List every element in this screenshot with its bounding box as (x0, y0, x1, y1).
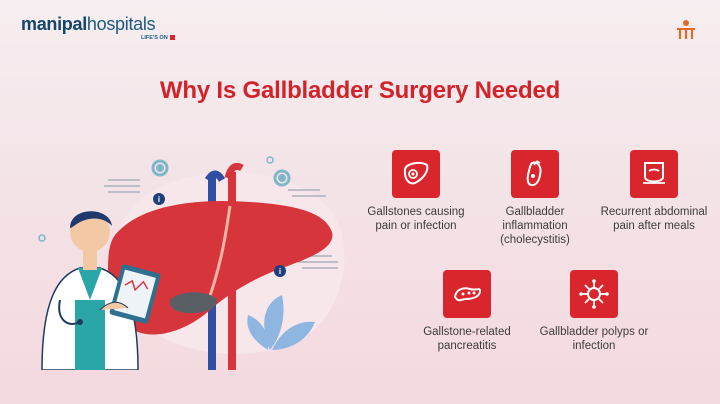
gear-icon (151, 159, 169, 177)
brand-name-light: hospitals (86, 14, 156, 34)
brand-dot-icon (169, 35, 175, 41)
reason-card-gallstones: Gallstones causing pain or infection (356, 150, 476, 233)
gallbladder-inflammation-icon (511, 150, 559, 198)
gallstones-icon (392, 150, 440, 198)
gear-icon-2 (273, 169, 291, 187)
brand-name-bold: manipal (21, 14, 87, 34)
reason-label: Recurrent abdominal pain after meals (600, 206, 708, 232)
brand-name: manipalhospitals (21, 14, 156, 34)
svg-text:i: i (279, 267, 281, 276)
clipboard-icon (109, 264, 161, 324)
reason-card-pancreatitis: Gallstone-related pancreatitis (407, 270, 527, 353)
liver-illustration: i i (38, 156, 345, 370)
liver-shape (108, 200, 333, 335)
reason-card-abdominal-pain: Recurrent abdominal pain after meals (594, 150, 714, 233)
reason-label: Gallstones causing pain or infection (367, 206, 465, 232)
info-icon: i (153, 193, 165, 205)
brand-tagline: LIFE'S ON (141, 35, 175, 41)
reason-label: Gallstone-related pancreatitis (423, 326, 511, 352)
corner-logo-icon (677, 20, 695, 39)
reason-label: Gallbladder polyps or infection (539, 326, 649, 352)
reason-card-inflammation: Gallbladder inflammation (cholecystitis) (475, 150, 595, 247)
info-icon-2: i (274, 265, 286, 277)
svg-text:i: i (158, 195, 160, 204)
page-title: Why Is Gallbladder Surgery Needed (159, 77, 561, 104)
abdominal-pain-icon (630, 150, 678, 198)
reason-card-polyps: Gallbladder polyps or infection (534, 270, 654, 353)
brand-logo: manipalhospitals LIFE'S ON (21, 14, 175, 41)
doctor-figure (41, 211, 139, 370)
pancreas-icon (443, 270, 491, 318)
brand-tagline-text: LIFE'S ON (141, 35, 168, 41)
decorative-lines (104, 179, 338, 269)
gallbladder-shape (169, 292, 217, 314)
polyps-icon (570, 270, 618, 318)
plant-decoration (247, 295, 315, 350)
reason-label: Gallbladder inflammation (cholecystitis) (500, 206, 570, 246)
